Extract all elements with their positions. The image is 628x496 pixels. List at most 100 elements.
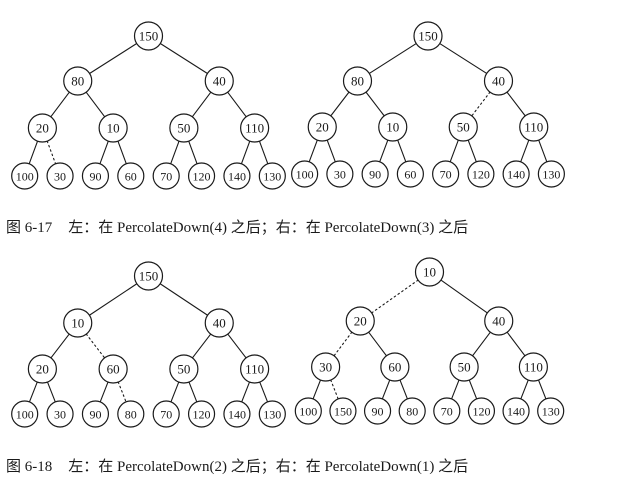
heap-node: 10 <box>378 112 408 142</box>
tree-edges <box>28 42 269 165</box>
tree-edge <box>520 379 529 400</box>
tree-edge <box>28 140 39 165</box>
node-value: 80 <box>71 74 84 89</box>
node-circle <box>519 112 549 142</box>
heap-node: 10 <box>63 308 93 338</box>
heap-node: 130 <box>258 400 286 428</box>
heap-node: 110 <box>240 354 270 384</box>
caption-text: 左：在 PercolateDown(2) 之后；右：在 PercolateDow… <box>68 459 469 475</box>
heap-node: 90 <box>363 397 392 425</box>
heap-node: 100 <box>11 400 39 428</box>
node-circle <box>223 400 251 428</box>
node-circle <box>484 306 514 336</box>
node-value: 70 <box>441 405 453 419</box>
heap-node: 120 <box>467 160 495 188</box>
node-value: 30 <box>54 408 66 422</box>
node-circle <box>204 308 234 338</box>
heap-node: 80 <box>63 66 93 96</box>
heap-node: 120 <box>187 400 216 428</box>
node-circle <box>291 160 319 188</box>
node-circle <box>187 162 216 190</box>
tree-edge <box>50 91 70 118</box>
heap-node: 50 <box>169 113 199 143</box>
tree-edge <box>191 91 212 118</box>
tree-edge <box>538 139 548 163</box>
node-value: 60 <box>107 362 120 377</box>
tree-edge <box>188 381 198 403</box>
tree-edge <box>467 139 477 163</box>
tree-edge <box>368 331 388 357</box>
heap-node: 20 <box>307 112 337 142</box>
node-value: 70 <box>160 408 172 422</box>
node-circle <box>448 112 478 142</box>
node-value: 50 <box>457 120 470 135</box>
dashed-tree-edge <box>371 279 419 314</box>
tree-edge <box>471 331 491 357</box>
dashed-tree-edge <box>46 140 57 165</box>
tree-edge <box>381 379 391 400</box>
tree-edge <box>520 139 530 163</box>
node-value: 20 <box>36 362 49 377</box>
dashed-tree-edge <box>85 333 106 359</box>
node-circle <box>204 66 234 96</box>
dashed-tree-edge <box>333 331 353 357</box>
tree-edge <box>399 379 408 400</box>
heap-node: 100 <box>291 160 319 188</box>
tree-edge <box>159 283 209 316</box>
node-circle <box>326 160 354 188</box>
heap-node: 30 <box>46 400 74 428</box>
node-value: 30 <box>319 360 332 375</box>
node-value: 90 <box>89 170 101 184</box>
node-circle <box>169 354 199 384</box>
tree-edge <box>159 42 208 75</box>
heap-node: 150 <box>329 397 357 425</box>
node-value: 10 <box>71 316 84 331</box>
node-value: 120 <box>472 405 490 419</box>
node-circle <box>46 400 74 428</box>
node-circle <box>467 160 495 188</box>
tree-edge <box>308 139 318 163</box>
node-value: 60 <box>388 360 401 375</box>
node-circle <box>240 113 270 143</box>
tree-edge <box>117 140 127 165</box>
node-circle <box>380 352 410 382</box>
heap-node: 150 <box>413 21 443 51</box>
node-circle <box>223 162 251 190</box>
heap-node: 120 <box>467 397 496 425</box>
node-circle <box>483 66 514 96</box>
node-circle <box>187 400 216 428</box>
tree-edge <box>379 139 389 163</box>
figure-number: 图 6-17 <box>6 220 53 236</box>
node-value: 40 <box>213 316 226 331</box>
node-value: 10 <box>386 120 399 135</box>
tree-edge <box>365 91 385 117</box>
heap-node: 70 <box>432 160 460 188</box>
node-circle <box>414 257 445 287</box>
tree-edge <box>468 379 478 400</box>
node-value: 70 <box>440 168 452 182</box>
node-value: 130 <box>542 405 560 419</box>
node-value: 110 <box>524 360 543 375</box>
heap-node: 140 <box>502 160 530 188</box>
heap-node: 60 <box>117 162 145 190</box>
node-value: 20 <box>354 314 367 329</box>
heap-node: 100 <box>294 397 322 425</box>
tree-edge <box>397 139 407 163</box>
heap-node: 10 <box>98 113 128 143</box>
heap-node: 140 <box>223 162 251 190</box>
tree-edge <box>46 381 56 403</box>
heap-node: 140 <box>223 400 251 428</box>
node-value: 70 <box>160 170 172 184</box>
tree-edge <box>312 379 322 400</box>
heap-node: 40 <box>204 66 234 96</box>
